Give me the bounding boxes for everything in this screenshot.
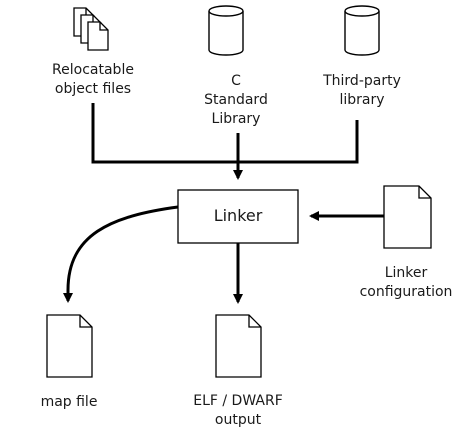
- linker-config-line1: Linker: [384, 265, 428, 281]
- map-file-label: map file: [40, 394, 98, 410]
- linker-config-line2: configuration: [359, 284, 453, 300]
- map-file-arrow: [63, 205, 179, 303]
- elf-output-label: ELF / DWARF output: [178, 392, 298, 430]
- document-icon: [215, 314, 262, 378]
- third-party-line1: Third-party: [323, 73, 401, 89]
- document-stack-icon: [73, 7, 109, 51]
- relocatable-objects-line2: object files: [54, 81, 132, 97]
- third-party-label: Third-party library: [302, 72, 422, 110]
- document-icon: [46, 314, 93, 378]
- elf-output-line1: ELF / DWARF: [193, 393, 283, 409]
- database-icon: [208, 5, 244, 56]
- document-icon: [383, 185, 432, 249]
- relocatable-objects-line1: Relocatable: [52, 62, 134, 78]
- linker-box: [177, 189, 299, 244]
- third-party-line2: library: [339, 92, 385, 108]
- linker-config-label: Linker configuration: [346, 264, 466, 302]
- c-stdlib-line2: Standard: [204, 92, 268, 108]
- database-icon: [344, 5, 380, 56]
- elf-output-line2: output: [214, 412, 262, 428]
- c-stdlib-label: C Standard Library: [176, 72, 296, 129]
- c-stdlib-line3: Library: [211, 111, 261, 127]
- linker-label: Linker: [213, 206, 263, 225]
- input-connectors: [91, 103, 359, 180]
- relocatable-objects-label: Relocatable object files: [33, 61, 153, 99]
- c-stdlib-line1: C: [231, 73, 241, 89]
